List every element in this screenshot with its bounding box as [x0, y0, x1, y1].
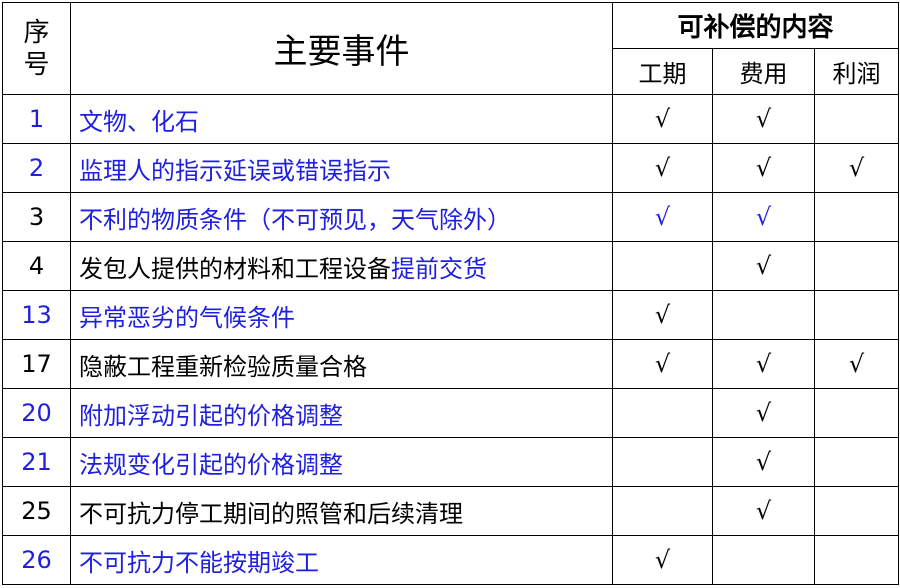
row-cost-mark: √	[712, 388, 815, 438]
header-serial-number-label: 序号	[23, 17, 50, 80]
row-event: 发包人提供的材料和工程设备提前交货	[70, 241, 613, 291]
row-event-text: 文物、化石	[79, 107, 199, 136]
row-duration-mark: √	[612, 143, 713, 193]
row-event: 不利的物质条件（不可预见，天气除外）	[70, 192, 613, 242]
row-serial-number: 26	[2, 535, 71, 585]
row-serial-number: 20	[2, 388, 71, 438]
row-profit-mark	[813, 535, 900, 585]
row-profit-mark	[813, 388, 900, 438]
row-profit-mark	[813, 241, 900, 291]
header-serial-number: 序号	[2, 2, 71, 95]
row-cost-mark	[712, 535, 815, 585]
row-serial-number: 2	[2, 143, 71, 193]
header-profit: 利润	[813, 48, 900, 95]
row-duration-mark: √	[612, 339, 713, 389]
row-profit-mark	[813, 486, 900, 536]
row-duration-mark	[612, 241, 713, 291]
row-event: 文物、化石	[70, 94, 613, 144]
table-row: 20 附加浮动引起的价格调整 √	[2, 388, 900, 438]
row-event-text: 不利的物质条件（不可预见，天气除外）	[79, 205, 511, 234]
row-event-text: 异常恶劣的气候条件	[79, 303, 295, 332]
row-event-highlight: 提前交货	[391, 254, 487, 283]
row-event-text: 附加浮动引起的价格调整	[79, 401, 343, 430]
row-serial-number: 3	[2, 192, 71, 242]
row-serial-number: 17	[2, 339, 71, 389]
row-event: 法规变化引起的价格调整	[70, 437, 613, 487]
row-profit-mark: √	[813, 339, 900, 389]
row-event: 不可抗力停工期间的照管和后续清理	[70, 486, 613, 536]
row-profit-mark	[813, 192, 900, 242]
table-row: 21 法规变化引起的价格调整 √	[2, 437, 900, 487]
row-cost-mark: √	[712, 486, 815, 536]
row-event: 隐蔽工程重新检验质量合格	[70, 339, 613, 389]
table-row: 26 不可抗力不能按期竣工 √	[2, 535, 900, 585]
table-row: 25 不可抗力停工期间的照管和后续清理 √	[2, 486, 900, 536]
row-serial-number: 25	[2, 486, 71, 536]
row-cost-mark: √	[712, 143, 815, 193]
row-duration-mark: √	[612, 535, 713, 585]
row-serial-number: 13	[2, 290, 71, 340]
row-cost-mark: √	[712, 339, 815, 389]
row-event: 异常恶劣的气候条件	[70, 290, 613, 340]
header-main-event: 主要事件	[70, 2, 613, 95]
row-serial-number: 4	[2, 241, 71, 291]
table-row: 13 异常恶劣的气候条件 √	[2, 290, 900, 340]
row-cost-mark	[712, 290, 815, 340]
row-event: 监理人的指示延误或错误指示	[70, 143, 613, 193]
row-event-text: 监理人的指示延误或错误指示	[79, 156, 391, 185]
header-cost: 费用	[712, 48, 815, 95]
table-row: 3 不利的物质条件（不可预见，天气除外） √√	[2, 192, 900, 242]
header-compensable-content: 可补偿的内容	[611, 2, 900, 49]
row-serial-number: 1	[2, 94, 71, 144]
row-event-text: 不可抗力不能按期竣工	[79, 548, 319, 577]
row-profit-mark: √	[813, 143, 900, 193]
row-duration-mark	[612, 437, 713, 487]
row-event-text: 隐蔽工程重新检验质量合格	[79, 352, 367, 381]
row-profit-mark	[813, 94, 900, 144]
row-event: 不可抗力不能按期竣工	[70, 535, 613, 585]
row-cost-mark: √	[712, 437, 815, 487]
row-profit-mark	[813, 290, 900, 340]
row-cost-mark: √	[712, 192, 815, 242]
row-duration-mark: √	[612, 290, 713, 340]
row-duration-mark	[612, 388, 713, 438]
row-event-text: 法规变化引起的价格调整	[79, 450, 343, 479]
table-row: 1 文物、化石 √√	[2, 94, 900, 144]
row-duration-mark: √	[612, 94, 713, 144]
row-cost-mark: √	[712, 241, 815, 291]
row-cost-mark: √	[712, 94, 815, 144]
row-duration-mark: √	[612, 192, 713, 242]
row-serial-number: 21	[2, 437, 71, 487]
row-profit-mark	[813, 437, 900, 487]
row-event: 附加浮动引起的价格调整	[70, 388, 613, 438]
header-duration: 工期	[612, 48, 713, 95]
row-event-text: 发包人提供的材料和工程设备	[79, 254, 391, 283]
row-event-text: 不可抗力停工期间的照管和后续清理	[79, 499, 463, 528]
row-duration-mark	[612, 486, 713, 536]
